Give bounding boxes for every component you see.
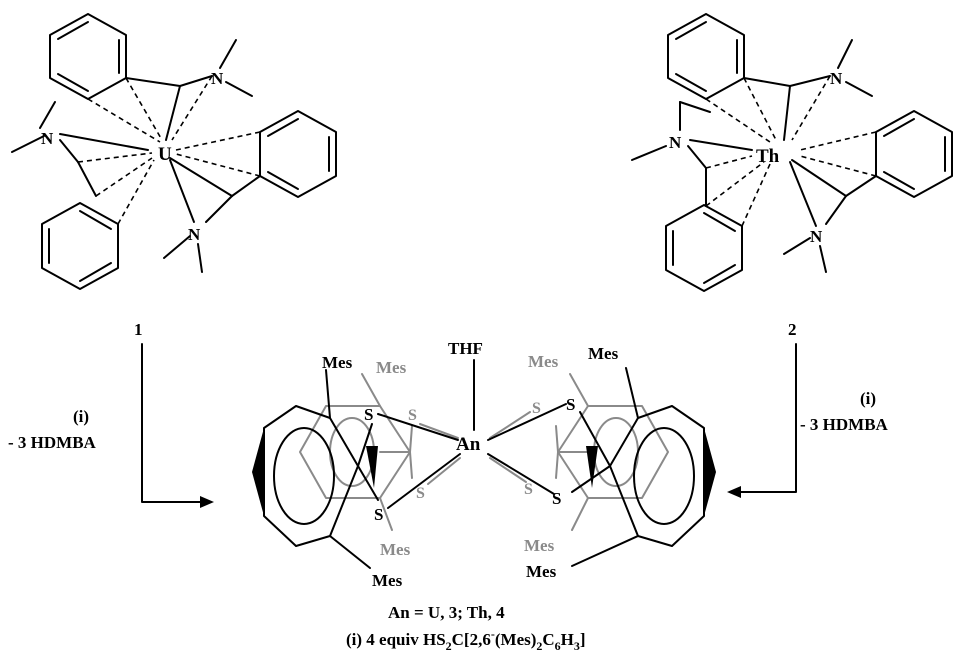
sulfur-label: S [374, 505, 383, 524]
mesityl-label: Mes [526, 562, 557, 581]
thf-label: THF [448, 339, 483, 358]
sulfur-label: S [408, 407, 417, 424]
benzene-ring [875, 110, 953, 198]
benzene-ring [41, 202, 119, 290]
aryl-ring-front [609, 405, 705, 547]
mesityl-label: Mes [376, 358, 407, 377]
uranium-atom-label: U [158, 144, 172, 165]
caption-part: (Mes) [495, 630, 537, 649]
benzene-ring [259, 110, 337, 198]
arrow-label-2: 2 [788, 320, 797, 339]
sulfur-label: S [566, 395, 575, 414]
nitrogen-label: N [211, 69, 224, 88]
caption-subscript: 2 [446, 639, 452, 653]
nitrogen-label: N [810, 227, 823, 246]
caption-part: (i) 4 equiv HS [346, 630, 446, 649]
nitrogen-label: N [188, 225, 201, 244]
sulfur-label: S [524, 481, 533, 498]
mesityl-label: Mes [380, 540, 411, 559]
sulfur-label: S [416, 485, 425, 502]
benzene-ring [665, 204, 743, 292]
reagent-label: (i) [860, 389, 876, 408]
nitrogen-label: N [830, 69, 843, 88]
actinide-atom-label: An [456, 434, 481, 455]
caption: An = U, 3; Th, 4 (i) 4 equiv HS2C[2,6-(M… [346, 603, 586, 653]
caption-superscript: - [491, 627, 495, 641]
mesityl-label: Mes [322, 353, 353, 372]
nitrogen-label: N [669, 133, 682, 152]
nitrogen-label: N [41, 129, 54, 148]
aryl-ring-front [263, 405, 359, 547]
sulfur-label: S [364, 405, 373, 424]
uranium-complex-1: U N N N [11, 13, 337, 290]
reaction-arrow-right: 2 (i) - 3 HDMBA [727, 320, 889, 498]
arrow-label-1: 1 [134, 320, 143, 339]
caption-line-1: An = U, 3; Th, 4 [388, 603, 505, 622]
byproduct-label: - 3 HDMBA [8, 433, 97, 452]
caption-part: C[2,6 [452, 630, 491, 649]
benzene-ring [49, 13, 127, 100]
caption-subscript: 2 [536, 639, 542, 653]
reaction-arrow-left: 1 (i) - 3 HDMBA [8, 320, 214, 508]
mesityl-label: Mes [588, 344, 619, 363]
benzene-ring [667, 13, 745, 100]
thorium-complex-2: Th N N N [631, 13, 953, 292]
byproduct-label: - 3 HDMBA [800, 415, 889, 434]
mesityl-label: Mes [372, 571, 403, 590]
caption-subscript: 3 [574, 639, 580, 653]
sulfur-label: S [552, 489, 561, 508]
caption-subscript: 6 [555, 639, 561, 653]
mesityl-label: Mes [528, 352, 559, 371]
thorium-atom-label: Th [756, 146, 780, 167]
product-complex: THF An Mes Mes S S Mes Mes S S M [252, 339, 716, 590]
caption-part: ] [580, 630, 586, 649]
mesityl-label: Mes [524, 536, 555, 555]
sulfur-label: S [532, 400, 541, 417]
caption-part: C [542, 630, 554, 649]
caption-part: H [561, 630, 574, 649]
caption-line-2: (i) 4 equiv HS2C[2,6-(Mes)2C6H3] [346, 627, 586, 653]
reagent-label: (i) [73, 407, 89, 426]
